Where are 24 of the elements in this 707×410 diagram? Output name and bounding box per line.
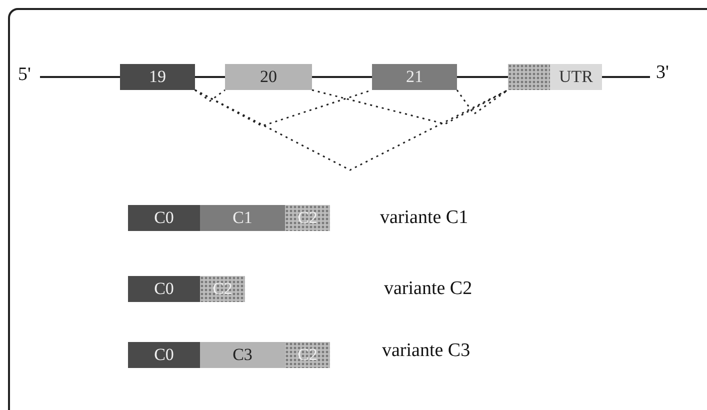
- intron-line: [312, 76, 372, 78]
- variant-label: variante C2: [384, 278, 472, 300]
- exon-box: C3: [200, 342, 285, 368]
- hatched-exon-box: C2: [200, 276, 245, 302]
- exon-box: 20: [225, 64, 312, 90]
- splice-line: [456, 89, 508, 116]
- exon-box: C1: [200, 205, 285, 231]
- exon-box: C0: [128, 205, 200, 231]
- intron-line: [195, 76, 225, 78]
- splice-line: [194, 89, 508, 171]
- variant-label: variante C1: [380, 207, 468, 229]
- variant-label: variante C3: [382, 340, 470, 362]
- splice-line: [312, 89, 508, 125]
- strand-end-label: 3': [656, 62, 669, 84]
- exon-box: C0: [128, 342, 200, 368]
- utr-box: UTR: [550, 64, 602, 90]
- hatched-exon-box: C2: [285, 342, 330, 368]
- hatched-exon-box: [508, 64, 550, 90]
- strand-end-label: 5': [18, 64, 31, 86]
- exon-box: C0: [128, 276, 200, 302]
- exon-box: 19: [120, 64, 195, 90]
- intron-line: [457, 76, 508, 78]
- hatched-exon-box: C2: [285, 205, 330, 231]
- exon-box: 21: [372, 64, 457, 90]
